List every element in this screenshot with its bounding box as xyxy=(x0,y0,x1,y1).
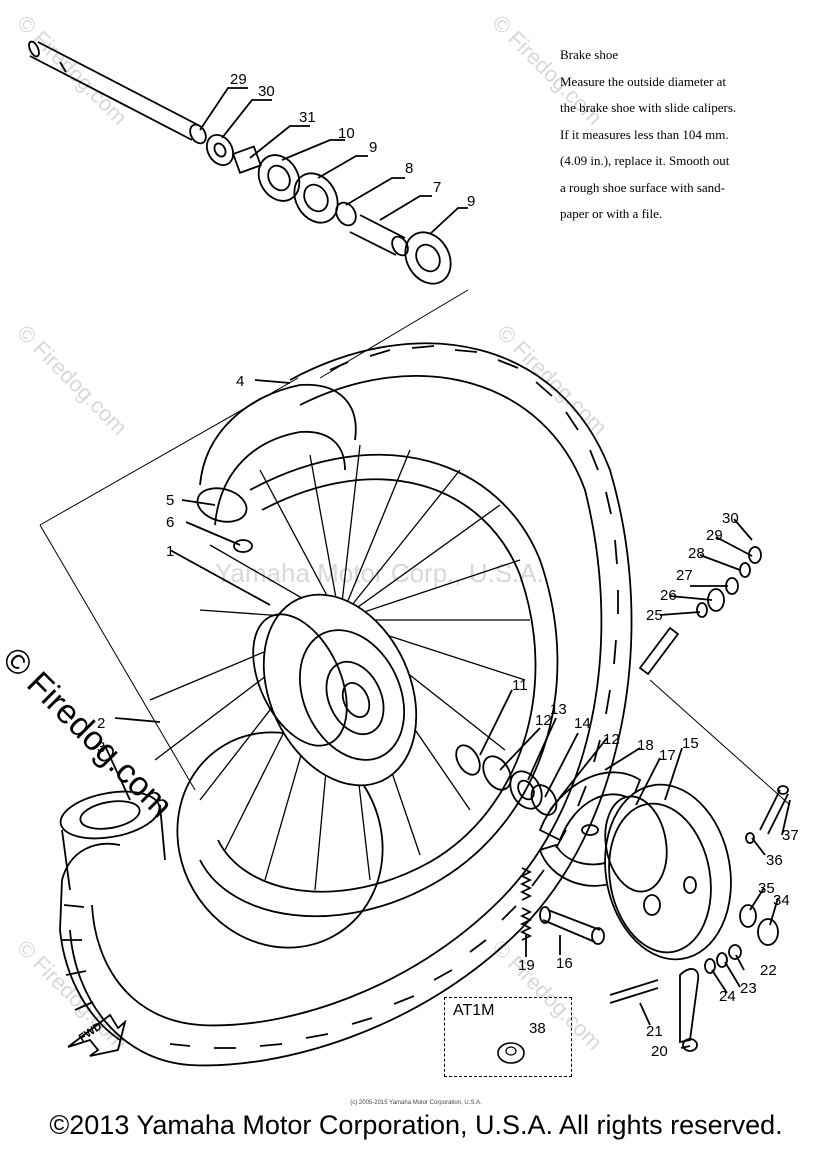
camshaft-16 xyxy=(539,906,605,945)
cam-lever-20 xyxy=(679,968,700,1052)
label-19: 19 xyxy=(518,957,535,974)
note-line: Measure the outside diameter at xyxy=(560,73,727,89)
seal-11 xyxy=(455,744,481,776)
label-10: 10 xyxy=(338,125,355,142)
washer-32 xyxy=(205,134,235,166)
label-6: 6 xyxy=(166,514,174,531)
note-line: paper or with a file. xyxy=(560,206,663,221)
tube-lower xyxy=(59,790,166,891)
label-23: 23 xyxy=(740,980,757,997)
fwd-arrow xyxy=(67,1013,127,1057)
label-22: 22 xyxy=(760,962,777,979)
label-12b: 12 xyxy=(603,731,620,748)
label-31: 29 xyxy=(230,71,247,88)
watermark-center: Yamaha Motor Corp., U.S.A. xyxy=(215,558,544,588)
rim-band-6 xyxy=(233,539,253,553)
copyright-notice: ©2013 Yamaha Motor Corporation, U.S.A. A… xyxy=(49,1110,783,1140)
note-line: If it measures less than 104 mm. xyxy=(560,126,729,142)
bearing-12 xyxy=(482,755,512,791)
tube-cutaway xyxy=(196,383,357,553)
collar-33 xyxy=(232,145,262,174)
label-2: 2 xyxy=(97,715,105,732)
label-3: 3 xyxy=(97,739,105,756)
label-28: 28 xyxy=(688,545,705,562)
washer-24 xyxy=(704,958,716,974)
label-25: 25 xyxy=(646,607,663,624)
spacer-7 xyxy=(391,235,409,257)
nut-34 xyxy=(757,918,779,946)
bearing-9 xyxy=(293,172,339,224)
label-32: 30 xyxy=(258,83,275,100)
washer-35 xyxy=(739,904,757,928)
spacer-flange-8 xyxy=(335,201,357,227)
axle-shaft xyxy=(28,40,201,141)
label-30: 30 xyxy=(722,510,739,527)
callout-title: AT1M xyxy=(453,1002,495,1019)
label-20: 20 xyxy=(651,1043,668,1060)
note-line: a rough shoe surface with sand- xyxy=(560,179,725,195)
label-36: 36 xyxy=(766,852,783,869)
brake-plate xyxy=(604,783,732,961)
brake-shoe-note: Brake shoe Measure the outside diameter … xyxy=(560,42,822,228)
label-29: 29 xyxy=(706,527,723,544)
bearing-12b xyxy=(530,784,558,816)
small-credit: (c) 2005-2015 Yamaha Motor Corporation, … xyxy=(350,1100,482,1106)
label-35: 35 xyxy=(758,880,775,897)
tire xyxy=(59,342,633,1067)
speedometer-drive xyxy=(638,546,762,676)
label-12: 12 xyxy=(535,712,552,729)
label-27: 27 xyxy=(676,567,693,584)
note-title: Brake shoe xyxy=(560,47,619,62)
label-34: 34 xyxy=(773,892,790,909)
label-11: 11 xyxy=(512,677,528,694)
label-14: 14 xyxy=(574,715,591,732)
spring-19 xyxy=(519,867,533,941)
nut-22 xyxy=(728,944,742,960)
label-9b: 9 xyxy=(467,193,475,210)
label-33: 31 xyxy=(299,109,316,126)
rim xyxy=(176,453,559,949)
label-4: 4 xyxy=(236,373,244,390)
speedo-gear-25 xyxy=(638,626,680,676)
label-18: 18 xyxy=(637,737,654,754)
washer-23 xyxy=(716,952,728,968)
label-21: 21 xyxy=(646,1023,663,1040)
callout-part-label: 38 xyxy=(529,1020,546,1037)
label-8: 8 xyxy=(405,160,413,177)
bearing-9b xyxy=(404,231,452,285)
seal-10 xyxy=(257,154,301,202)
label-26: 26 xyxy=(660,587,677,604)
label-16: 16 xyxy=(556,955,573,972)
axle-nut-31 xyxy=(189,123,207,145)
label-9: 9 xyxy=(369,139,377,156)
label-15: 15 xyxy=(682,735,699,752)
plate-seal-17 xyxy=(604,795,668,893)
nut-36 xyxy=(745,832,755,844)
label-7: 7 xyxy=(433,179,441,196)
spacer-38-icon xyxy=(497,1042,525,1064)
label-1: 1 xyxy=(166,543,174,560)
label-5: 5 xyxy=(166,492,174,509)
label-13: 13 xyxy=(550,701,567,718)
label-37: 37 xyxy=(782,827,799,844)
label-17: 17 xyxy=(659,747,676,764)
at1m-callout-box: AT1M 38 xyxy=(444,997,572,1077)
note-line: the brake shoe with slide calipers. xyxy=(560,100,737,115)
hub xyxy=(252,593,418,787)
bolt-21 xyxy=(609,979,659,996)
label-24: 24 xyxy=(719,988,736,1005)
note-line: (4.09 in.), replace it. Smooth out xyxy=(560,153,730,168)
